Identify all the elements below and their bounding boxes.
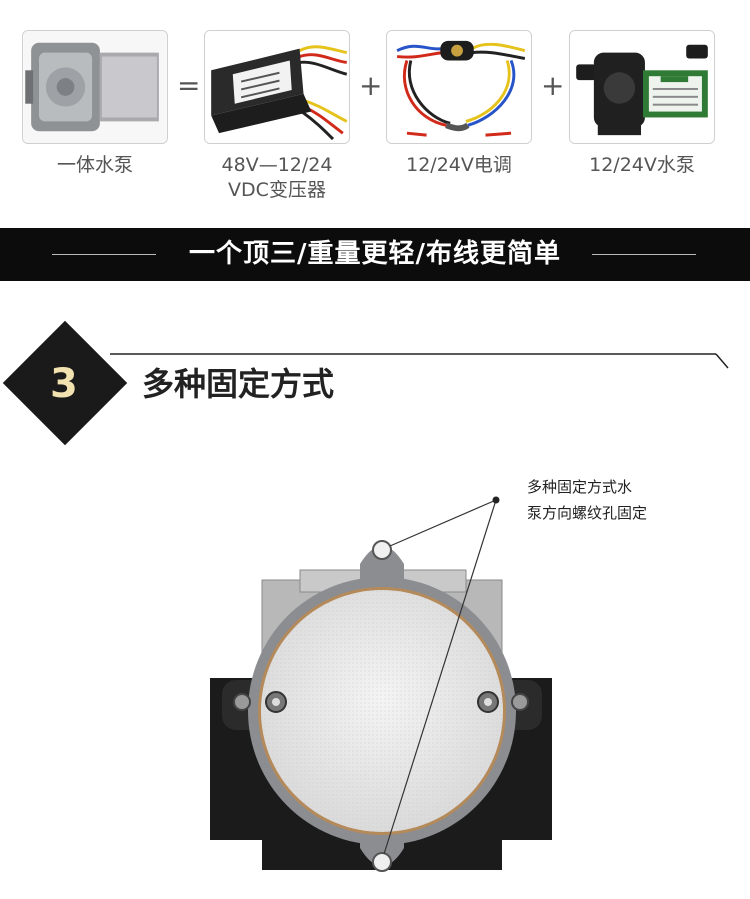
speed-controller-thumbnail [386,30,532,144]
equals-operator: = [177,69,201,102]
slogan-banner: 一个顶三/重量更轻/布线更简单 [0,228,750,281]
banner-divider-right [592,254,696,255]
section-title: 多种固定方式 [142,365,335,403]
caption-speed-controller: 12/24V电调 [406,154,512,176]
mounting-annotation: 多种固定方式水 泵方向螺纹孔固定 [527,474,707,526]
section-number: 3 [50,361,78,407]
banner-divider-left [52,254,156,255]
integrated-pump-icon [23,31,167,143]
plus-operator-1: + [359,69,383,102]
caption-water-pump: 12/24V水泵 [589,154,695,176]
caption-integrated-pump: 一体水泵 [56,154,133,176]
transformer-thumbnail [204,30,350,144]
speed-controller-icon [387,31,531,143]
water-pump-thumbnail [569,30,715,144]
annotation-line-2: 泵方向螺纹孔固定 [527,504,648,522]
integrated-pump-thumbnail [22,30,168,144]
caption-transformer-text: 48V—12/24 VDC变压器 [221,154,333,201]
section-header-rule [110,353,729,369]
water-pump-icon [570,31,714,143]
pump-end-view-image [210,496,552,872]
banner-slogan: 一个顶三/重量更轻/布线更简单 [189,239,561,269]
transformer-icon [205,31,349,143]
plus-operator-2: + [541,69,565,102]
caption-transformer: 48V—12/24 VDC变压器 [192,153,362,203]
annotation-line-1: 多种固定方式水 [527,478,633,496]
